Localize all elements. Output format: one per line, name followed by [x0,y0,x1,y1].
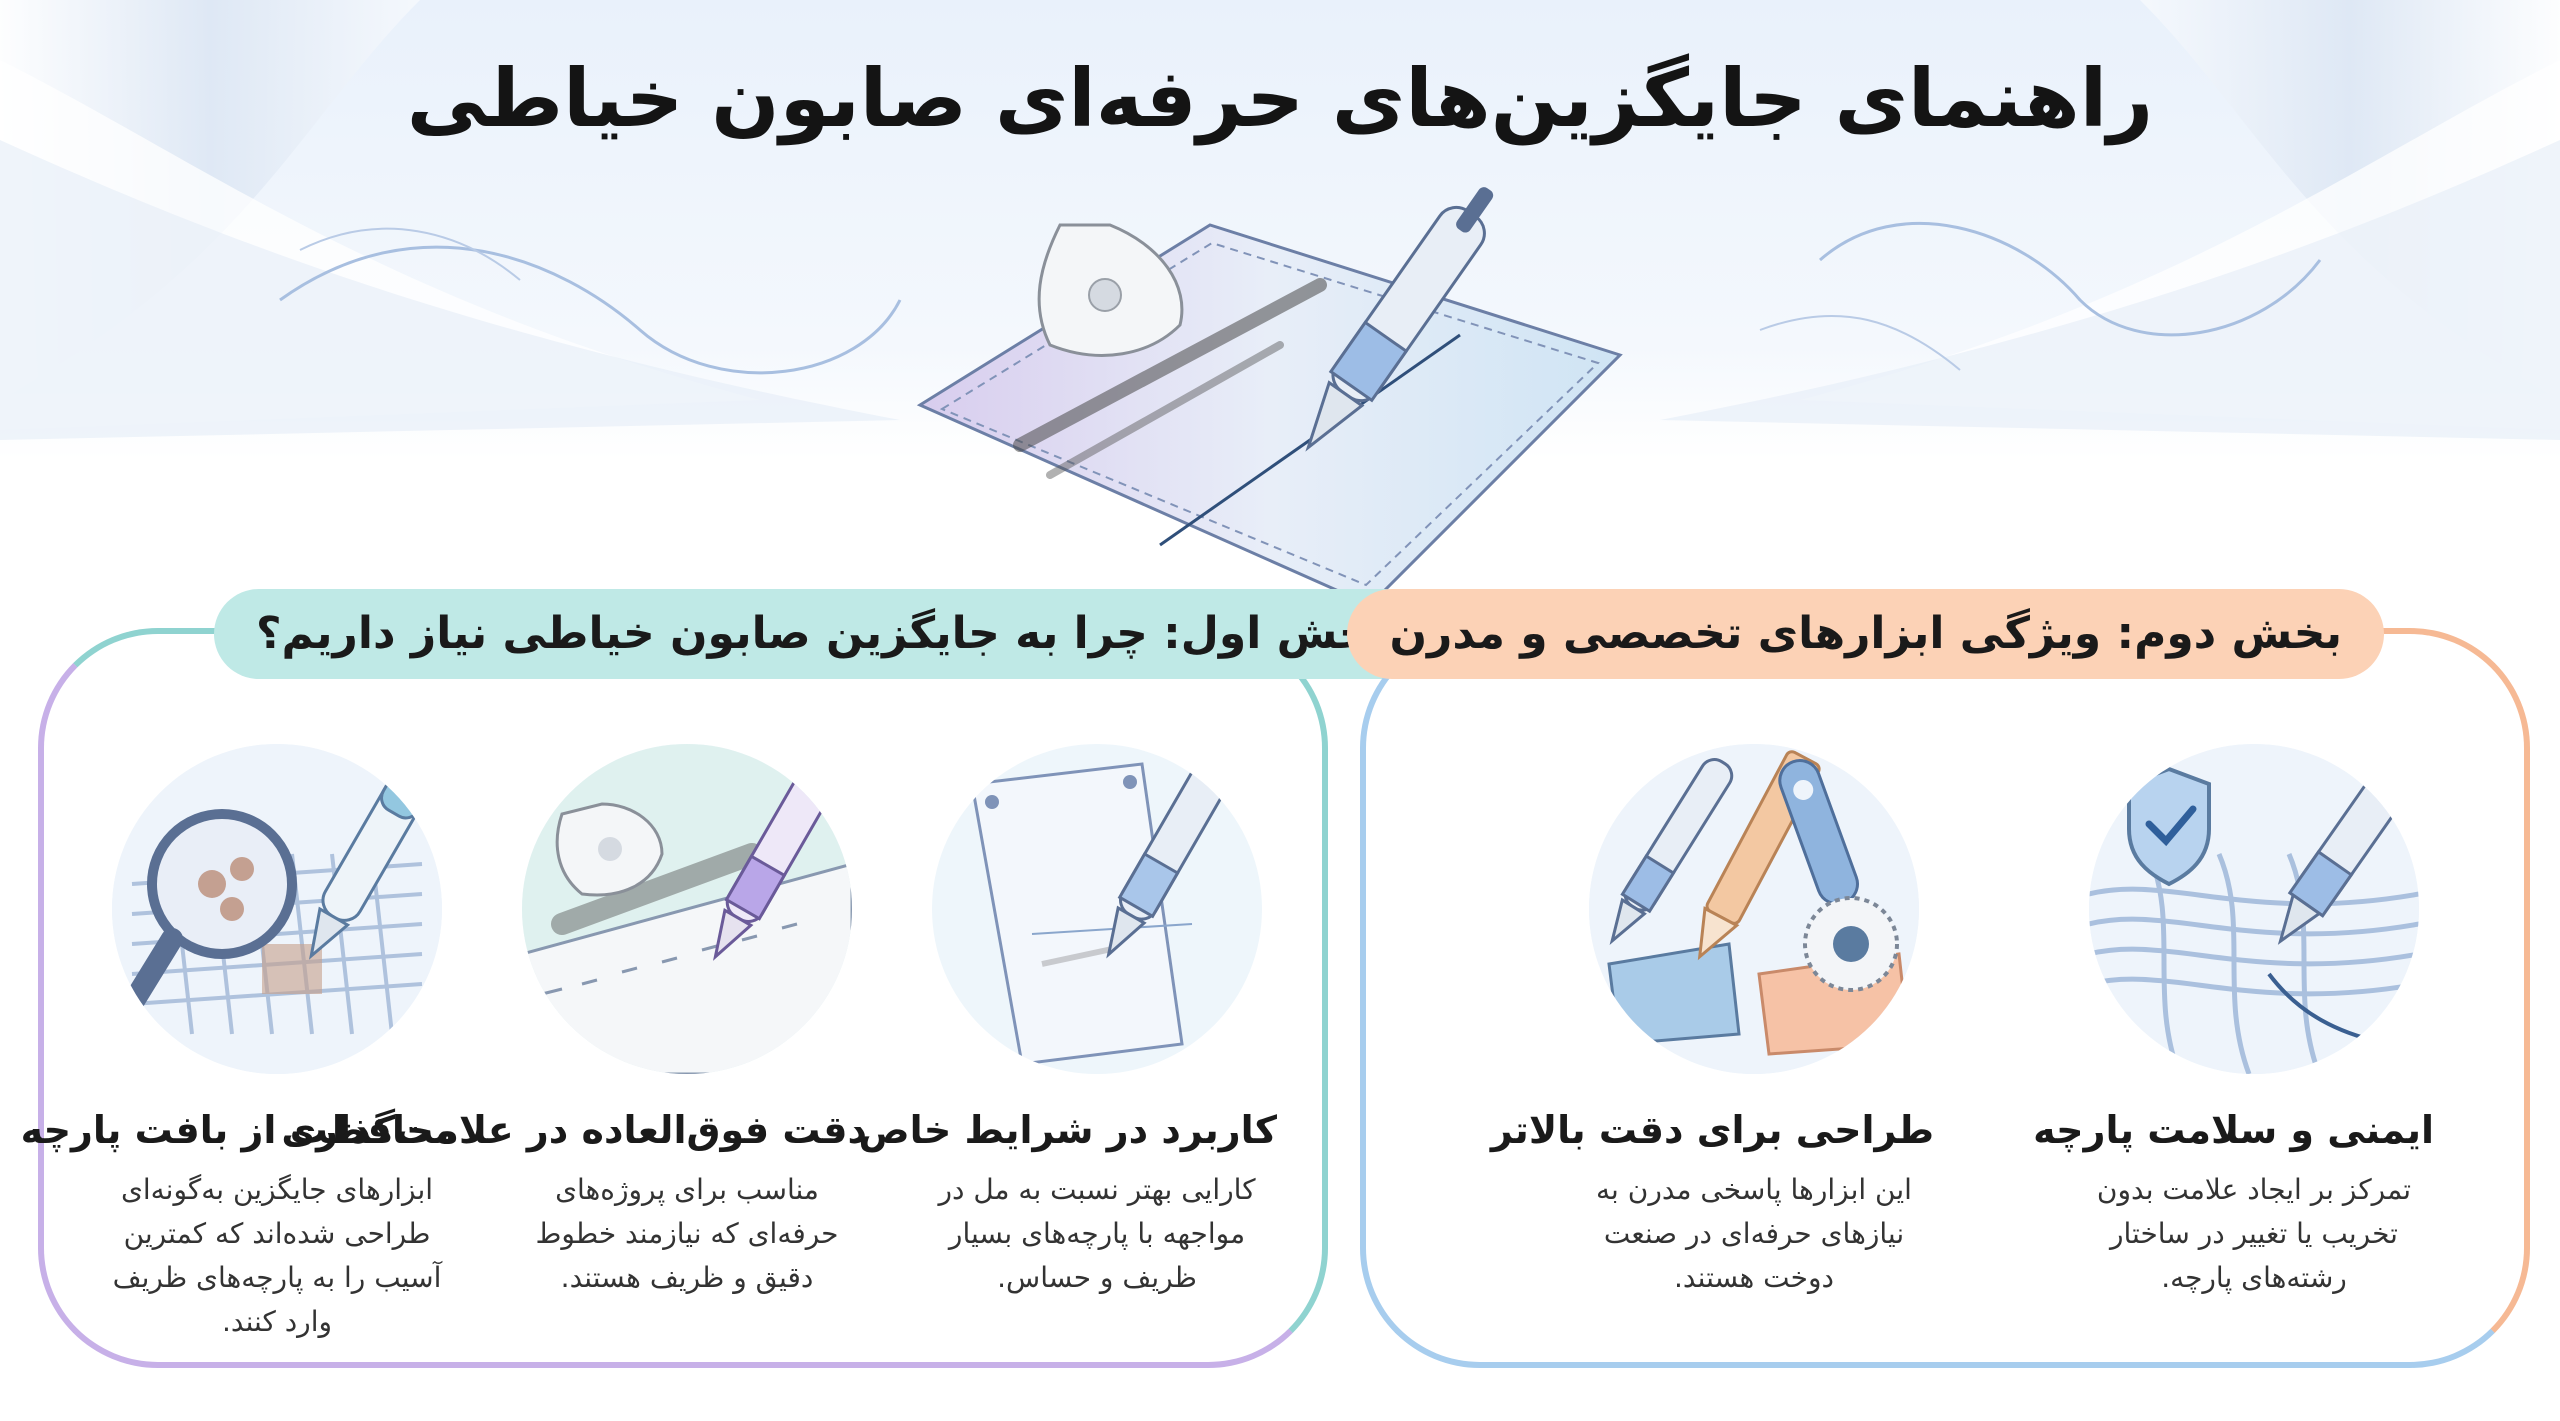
shield-fabric-pen-icon [2089,744,2419,1074]
card-text: این ابزارها پاسخی مدرن به نیازهای حرفه‌ا… [1596,1173,1912,1294]
fabric-chalk-pen-icon [916,187,1623,607]
pen-pencil-wheel-icon [1589,744,1919,1074]
icon-circle [112,744,442,1074]
card-text: تمرکز بر ایجاد علامت بدون تخریب یا تغییر… [2096,1173,2412,1294]
fabric-sheet-pen-icon [970,762,1229,1066]
icon-circle [2089,744,2419,1074]
card-heading: کاربرد در شرایط خاص [858,1108,1277,1152]
card-marking-precision: دقت فوق‌العاده در علامت‌گذاری مناسب برای… [281,744,867,1300]
section-1-title: بخش اول: چرا به جایگزین صابون خیاطی نیاز… [214,589,1430,679]
card-special-conditions: کاربرد در شرایط خاص کارایی بهتر نسبت به … [858,744,1277,1300]
card-text: کارایی بهتر نسبت به مل در مواجهه با پارچ… [938,1173,1256,1294]
icon-circle [522,744,852,1074]
card-fabric-safety: ایمنی و سلامت پارچه تمرکز بر ایجاد علامت… [2033,744,2434,1300]
magnifier-weave-icon [112,744,442,1074]
card-heading: طراحی برای دقت بالاتر [1490,1108,1934,1152]
card-heading: محافظت از بافت پارچه [20,1108,457,1152]
card-heading: دقت فوق‌العاده در علامت‌گذاری [281,1108,867,1152]
card-text: مناسب برای پروژه‌های حرفه‌ای که نیازمند … [535,1173,839,1294]
card-fabric-protection: محافظت از بافت پارچه ابزارهای جایگزین به… [20,744,457,1344]
section-2-title: بخش دوم: ویژگی ابزارهای تخصصی و مدرن [1347,589,2384,679]
section-1-panel: بخش اول: چرا به جایگزین صابون خیاطی نیاز… [20,589,1430,1368]
chalk-ruler-pen-icon [522,744,852,1074]
icon-circle [1589,744,1919,1074]
card-heading: ایمنی و سلامت پارچه [2033,1108,2434,1152]
page-title: راهنمای جایگزین‌های حرفه‌ای صابون خیاطی [406,52,2154,145]
icon-circle [932,744,1262,1074]
section-2-panel: بخش دوم: ویژگی ابزارهای تخصصی و مدرن [1347,589,2530,1368]
card-text: ابزارهای جایگزین به‌گونه‌ای طراحی شده‌ان… [112,1173,442,1338]
card-higher-precision: طراحی برای دقت بالاتر این ابزارها پاسخی … [1490,744,1934,1300]
